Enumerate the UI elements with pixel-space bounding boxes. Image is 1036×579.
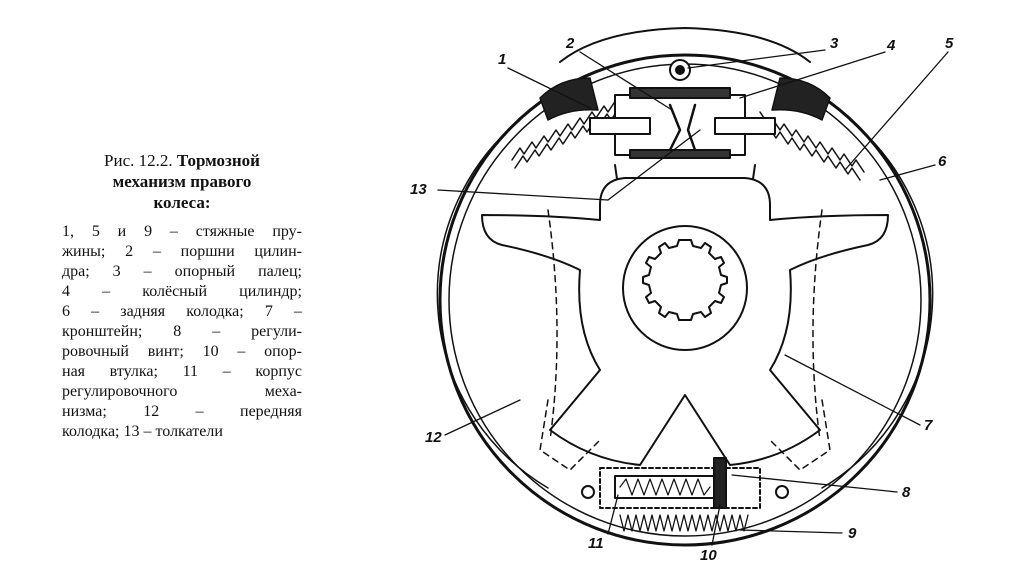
label-4: 4 [886,37,896,54]
label-12: 12 [425,429,442,446]
label-5: 5 [945,35,954,52]
label-2: 2 [565,35,575,52]
brake-mechanism-diagram: 1 2 3 4 5 6 7 8 9 10 11 12 13 [410,27,954,564]
legend-line: жины; 2 – поршни цилин- [62,243,302,260]
splined-hub [622,225,748,351]
legend-line: кронштейн; 8 – регули- [62,323,302,340]
legend-line: 4 – колёсный цилиндр; [62,283,302,300]
wheel-cylinder [589,87,776,159]
legend-line: 1, 5 и 9 – стяжные пру- [62,223,302,240]
caption-title: Рис. 12.2. Тормозной механизм правого ко… [62,150,302,213]
label-9: 9 [848,525,857,542]
caption-title-line3: колеса: [153,193,211,212]
label-6: 6 [938,153,947,170]
legend-line: ровочный винт; 10 – опор- [62,343,302,360]
label-8: 8 [902,484,911,501]
caption-title-line1: Тормозной [176,151,260,170]
legend-line: дра; 3 – опорный палец; [62,263,302,280]
label-1: 1 [498,51,506,68]
adjuster-mechanism [581,457,789,509]
spring-5 [755,111,865,181]
legend-line: колодка; 13 – толкатели [62,423,223,440]
part-labels: 1 2 3 4 5 6 7 8 9 10 11 12 13 [410,35,954,564]
label-7: 7 [924,417,933,434]
spring-9 [619,514,749,532]
legend-line: ная втулка; 11 – корпус [62,363,302,380]
legend-line: низма; 12 – передняя [62,403,302,420]
label-11: 11 [588,535,604,552]
caption-legend: 1, 5 и 9 – стяжные пру- жины; 2 – поршни… [62,222,302,442]
anchor-pin [669,59,691,81]
figure-caption: Рис. 12.2. Тормозной механизм правого ко… [62,150,302,442]
label-3: 3 [830,35,839,52]
legend-line: 6 – задняя колодка; 7 – [62,303,302,320]
label-13: 13 [410,181,427,198]
legend-line: регулировочного меха- [62,383,302,400]
caption-title-line2: механизм правого [112,172,252,191]
lining-hatch [539,77,831,121]
label-10: 10 [700,547,717,564]
caption-prefix: Рис. 12.2. [104,151,173,170]
leader-lines [437,49,949,546]
